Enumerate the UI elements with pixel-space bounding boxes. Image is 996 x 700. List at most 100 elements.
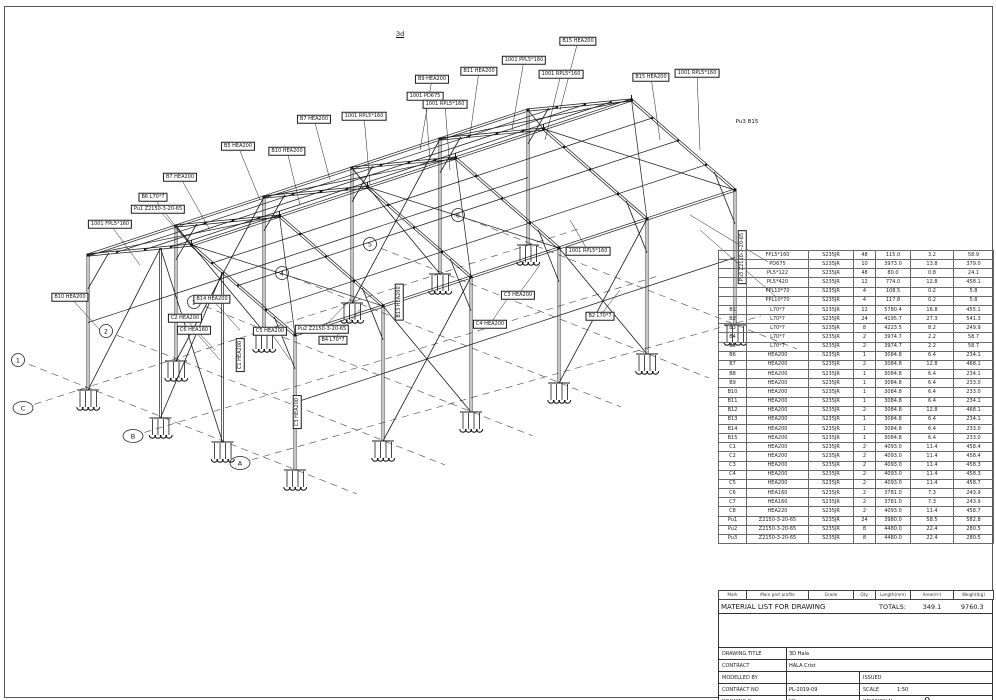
table-cell: 11.4	[910, 460, 954, 471]
table-cell: 11.4	[910, 478, 954, 490]
svg-text:A: A	[238, 459, 243, 467]
table-cell: 4480.0	[875, 533, 911, 545]
table-cell: 5.8	[953, 295, 994, 306]
table-cell: L70*7	[746, 341, 809, 352]
table-cell: 234.1	[953, 369, 994, 380]
table-cell: PPL10*70	[746, 295, 809, 306]
table-cell: 0.8	[910, 268, 954, 279]
table-cell: HEA200	[746, 423, 809, 435]
material-list-header: Mark Main part profile Grade Qty. Length…	[718, 590, 994, 600]
table-cell: S235JR	[808, 314, 854, 325]
contract-label: CONTRACT	[722, 663, 750, 669]
grid-bubble-C	[12, 401, 34, 415]
table-cell: S235JR	[808, 359, 854, 371]
table-cell: HEA200	[746, 451, 809, 462]
table-cell: 7.3	[910, 497, 954, 508]
table-cell: 3084.8	[875, 350, 911, 361]
table-cell: B11	[718, 396, 747, 407]
svg-text:1: 1	[16, 356, 20, 364]
table-cell: 4195.7	[875, 314, 911, 325]
table-cell: C2	[718, 451, 747, 462]
table-cell: 249.9	[953, 323, 994, 334]
info-row-drawing-no: DRAWING No [?] REVISION No. 0	[719, 696, 992, 700]
table-cell: B14	[718, 423, 747, 435]
table-cell: S235JR	[808, 268, 854, 279]
table-cell: HEA200	[746, 478, 809, 490]
table-cell: 2	[853, 442, 876, 453]
table-cell: 3084.8	[875, 378, 911, 389]
table-cell: 233.0	[953, 433, 994, 444]
drawing-title-value: 3D Hala	[789, 651, 809, 657]
table-cell: HEA200	[746, 405, 809, 416]
table-cell	[718, 295, 747, 306]
table-cell: 11.4	[910, 506, 954, 517]
table-cell: 22.4	[910, 533, 954, 545]
table-cell: 4093.0	[875, 460, 911, 471]
table-cell: HEA160	[746, 488, 809, 499]
table-cell: 1	[853, 414, 876, 425]
table-cell: 48	[853, 249, 876, 261]
table-cell	[718, 268, 747, 279]
table-cell: S235JR	[808, 295, 854, 306]
scale-label: SCALE	[863, 687, 880, 693]
table-cell: 3084.8	[875, 405, 911, 416]
title-block-spacer	[718, 614, 993, 648]
totals-label: TOTALS:	[879, 602, 906, 611]
table-cell: B4	[718, 332, 747, 343]
table-cell: 22.4	[910, 524, 954, 535]
table-cell: 3974.7	[875, 341, 911, 352]
table-cell: 3.2	[910, 249, 954, 261]
table-cell: 4	[853, 295, 876, 306]
table-cell: C1	[718, 442, 747, 453]
contract-value: HALA Crist	[789, 663, 816, 669]
table-cell: S235JR	[808, 323, 854, 334]
table-cell: 379.0	[953, 259, 994, 270]
contract-no-label: CONTRACT NO	[722, 687, 759, 693]
table-cell: 5780.4	[875, 304, 911, 316]
table-cell: Z2150-3-20-65	[746, 533, 809, 545]
table-cell: 6.4	[910, 396, 954, 407]
table-cell: HEA200	[746, 396, 809, 407]
table-cell: S235JR	[808, 350, 854, 361]
table-cell: 108.5	[875, 286, 911, 297]
table-cell: HEA200	[746, 350, 809, 361]
table-cell: 1	[853, 423, 876, 435]
table-cell: HEA200	[746, 433, 809, 444]
table-cell: HEA200	[746, 469, 809, 480]
table-cell: S235JR	[808, 469, 854, 480]
table-cell: 11.4	[910, 469, 954, 480]
table-cell: S235JR	[808, 506, 854, 517]
table-cell: 2	[853, 506, 876, 517]
table-cell: 24.1	[953, 268, 994, 279]
table-cell: 234.1	[953, 414, 994, 425]
table-cell: 117.8	[875, 295, 911, 306]
view-title: 3d	[396, 30, 405, 38]
table-cell: S235JR	[808, 277, 854, 288]
svg-text:4: 4	[280, 269, 284, 277]
table-cell: 115.0	[875, 249, 911, 261]
table-cell: Pu3	[718, 533, 747, 545]
table-cell: 8	[853, 323, 876, 334]
table-cell: S235JR	[808, 488, 854, 499]
table-cell: 458.1	[953, 277, 994, 288]
table-cell: S235JR	[808, 304, 854, 316]
scale-value: 1:50	[897, 687, 909, 693]
table-cell: 8	[853, 533, 876, 545]
table-cell: S235JR	[808, 414, 854, 425]
table-cell: S235JR	[808, 524, 854, 535]
table-cell: 6.4	[910, 369, 954, 380]
table-cell: 2	[853, 332, 876, 343]
svg-text:2: 2	[104, 327, 108, 335]
